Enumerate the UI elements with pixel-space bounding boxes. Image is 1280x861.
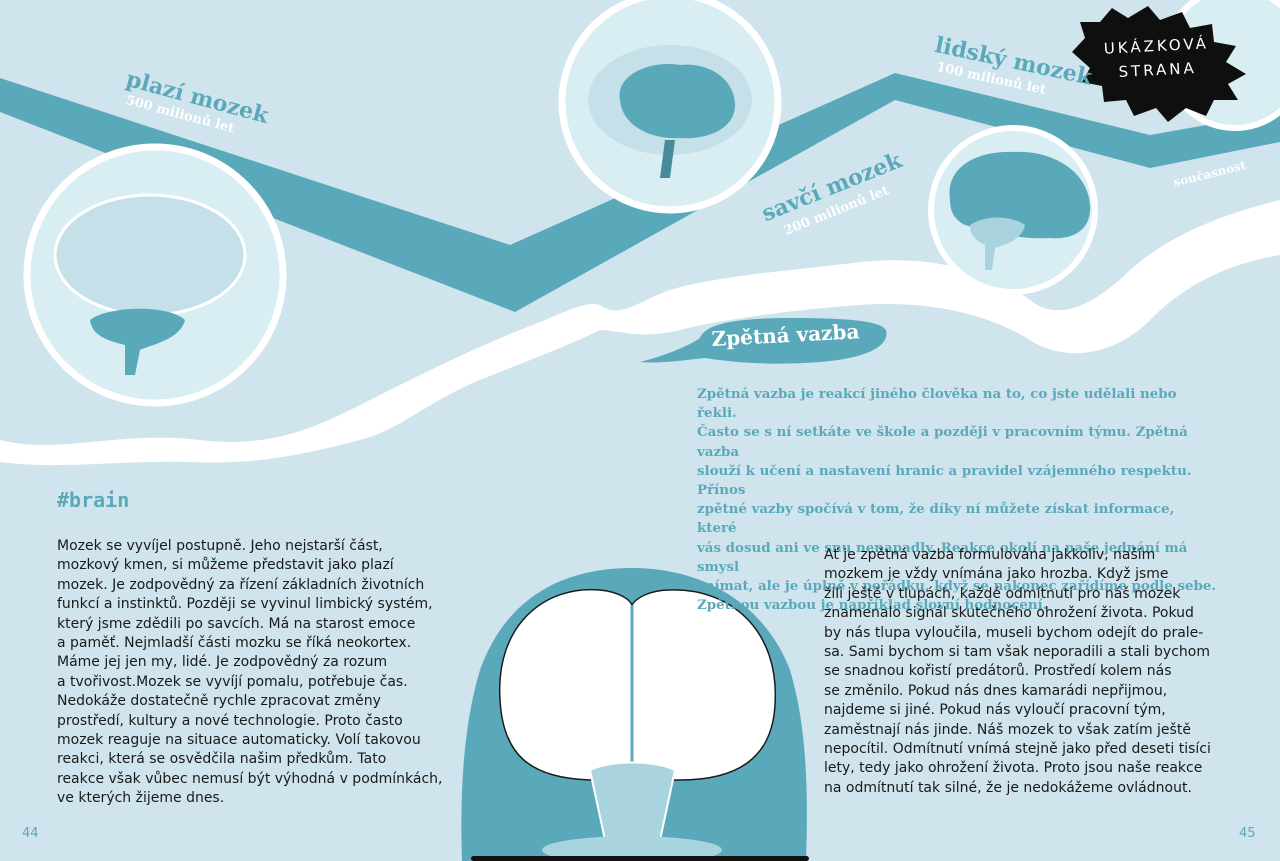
wavy-stream	[0, 200, 1280, 466]
sample-page-badge-text: UKÁZKOVÁ STRANA	[1103, 34, 1210, 82]
right-body-text: Ať je zpětná vazba formulována jakkoliv,…	[824, 547, 1211, 796]
brain-hashtag: #brain	[57, 488, 130, 512]
feedback-intro-text: Zpětná vazba je reakcí jiného člověka na…	[697, 386, 1217, 614]
mammal-brain-illustration	[558, 0, 782, 214]
left-body-text: Mozek se vyvíjel postupně. Jeho nejstarš…	[57, 538, 443, 807]
reptile-brain-illustration	[23, 143, 287, 407]
page-number-right: 45	[1239, 826, 1256, 841]
human-brain-illustration	[928, 125, 1098, 295]
big-brain-illustration	[461, 568, 807, 861]
sample-page-badge	[1072, 6, 1246, 122]
feedback-bubble	[640, 318, 887, 364]
page-number-left: 44	[22, 826, 39, 841]
scroll-indicator[interactable]	[471, 856, 809, 861]
